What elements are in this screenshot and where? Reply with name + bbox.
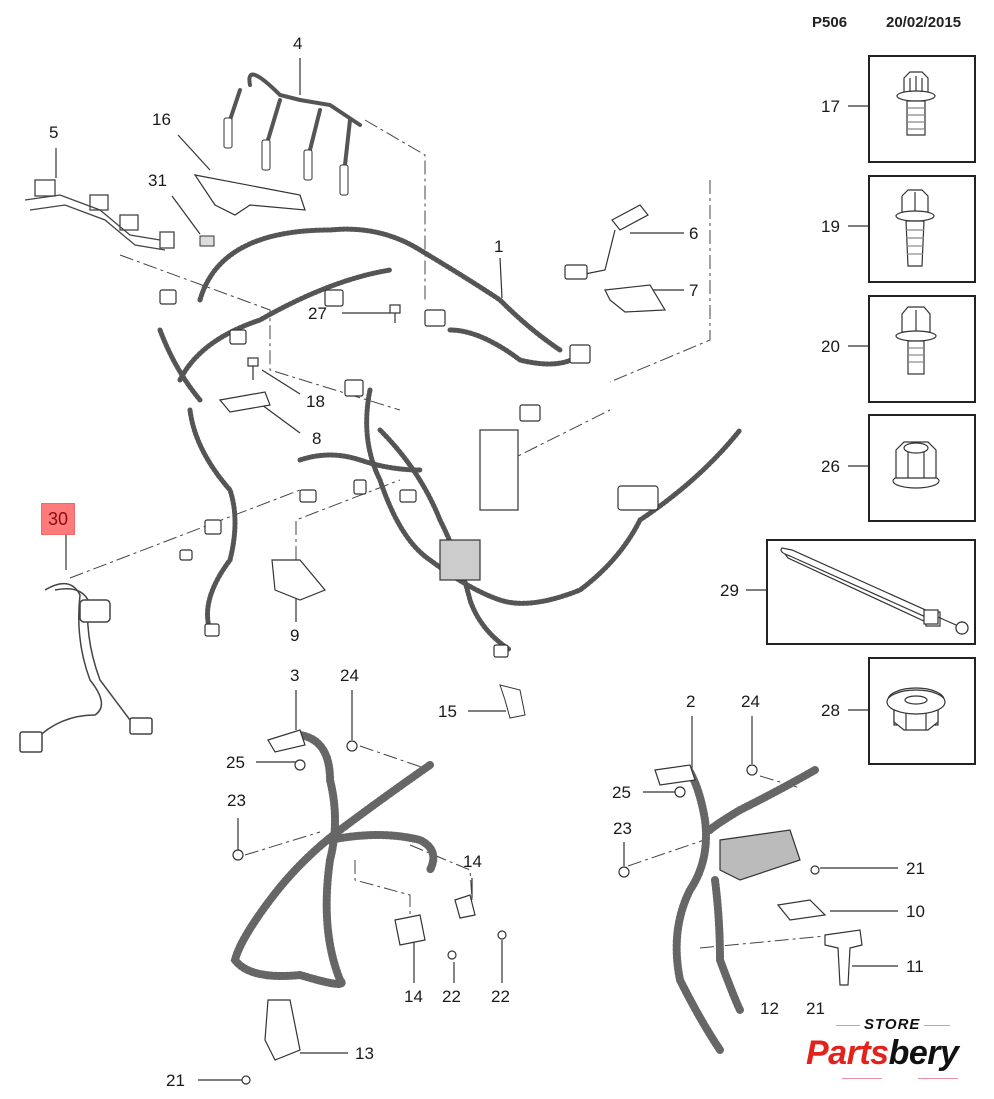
callout-22b[interactable]: 22 bbox=[491, 987, 510, 1006]
dash-14b bbox=[409, 844, 473, 901]
fastener-box-19[interactable] bbox=[868, 175, 976, 283]
harness-3 bbox=[230, 731, 438, 988]
logo-store: STORE bbox=[864, 1016, 921, 1033]
leader-8 bbox=[257, 401, 301, 434]
clip-31 bbox=[199, 235, 215, 247]
fastener-label-26[interactable]: 26 bbox=[821, 457, 840, 476]
callout-23b[interactable]: 23 bbox=[613, 819, 632, 838]
logo-rule bbox=[836, 1025, 860, 1026]
callout-7[interactable]: 7 bbox=[689, 281, 699, 300]
fastener-label-19[interactable]: 19 bbox=[821, 217, 840, 236]
harness-5 bbox=[24, 179, 175, 251]
callout-4[interactable]: 4 bbox=[293, 34, 303, 53]
page-code: P506 bbox=[812, 14, 848, 31]
leader-31 bbox=[171, 195, 201, 235]
harness-4 bbox=[228, 72, 362, 167]
callout-12[interactable]: 12 bbox=[760, 999, 779, 1018]
harness-1 bbox=[157, 226, 743, 653]
callout-5[interactable]: 5 bbox=[49, 123, 59, 142]
logo-brand: Partsbery bbox=[806, 1034, 959, 1073]
callout-8[interactable]: 8 bbox=[312, 429, 322, 448]
fastener-label-20[interactable]: 20 bbox=[821, 337, 840, 356]
callout-13[interactable]: 13 bbox=[355, 1044, 374, 1063]
dash-14a bbox=[354, 860, 411, 915]
leader-18 bbox=[261, 369, 301, 395]
callout-24a[interactable]: 24 bbox=[340, 666, 359, 685]
callout-18[interactable]: 18 bbox=[306, 392, 325, 411]
leader-16 bbox=[177, 134, 211, 171]
callout-9[interactable]: 9 bbox=[290, 626, 300, 645]
logo-rule bbox=[842, 1078, 882, 1079]
logo-store-text: STORE bbox=[864, 1016, 920, 1033]
fastener-box-17[interactable] bbox=[868, 55, 976, 163]
connector-block bbox=[617, 485, 659, 511]
dash-9 bbox=[295, 479, 401, 560]
fastener-box-20[interactable] bbox=[868, 295, 976, 403]
bracket-11 bbox=[824, 929, 863, 986]
callout-15[interactable]: 15 bbox=[438, 702, 457, 721]
bracket-16 bbox=[193, 174, 306, 216]
dash-30 bbox=[69, 489, 301, 579]
page-date: 20/02/2015 bbox=[886, 14, 962, 31]
dash-6-to-main bbox=[609, 180, 711, 383]
callout-1[interactable]: 1 bbox=[494, 237, 504, 256]
fuse-block bbox=[479, 429, 519, 511]
logo-rule bbox=[918, 1078, 958, 1079]
bracket-9 bbox=[271, 559, 326, 601]
logo-brand-black: bery bbox=[888, 1034, 959, 1072]
callout-30-highlighted[interactable]: 30 bbox=[41, 503, 76, 535]
logo-rule bbox=[924, 1025, 950, 1026]
fastener-label-29[interactable]: 29 bbox=[720, 581, 739, 600]
logo-brand-red: Parts bbox=[806, 1034, 889, 1072]
harness-2 bbox=[672, 766, 819, 1054]
callout-3[interactable]: 3 bbox=[290, 666, 300, 685]
partsbery-logo: STORE Partsbery bbox=[806, 1016, 976, 1086]
fastener-box-26[interactable] bbox=[868, 414, 976, 522]
bracket-8 bbox=[218, 391, 271, 413]
ecu-connector bbox=[439, 539, 481, 581]
fastener-label-28[interactable]: 28 bbox=[821, 701, 840, 720]
dash-4-to-1 bbox=[364, 119, 426, 300]
callout-14b[interactable]: 14 bbox=[404, 987, 423, 1006]
dash-24a bbox=[359, 745, 431, 771]
bracket-15 bbox=[499, 684, 526, 719]
callout-24b[interactable]: 24 bbox=[741, 692, 760, 711]
callout-27[interactable]: 27 bbox=[308, 304, 327, 323]
callout-10[interactable]: 10 bbox=[906, 902, 925, 921]
bracket-10 bbox=[776, 899, 827, 921]
callout-21a[interactable]: 21 bbox=[166, 1071, 185, 1090]
callout-21c[interactable]: 21 bbox=[806, 999, 825, 1018]
callout-14a[interactable]: 14 bbox=[463, 852, 482, 871]
bracket-13 bbox=[264, 999, 301, 1061]
callout-25b[interactable]: 25 bbox=[612, 783, 631, 802]
dash-5-to-1 bbox=[119, 254, 401, 411]
callout-11[interactable]: 11 bbox=[906, 957, 924, 976]
battery-terminal-box bbox=[719, 829, 801, 881]
harness-30 bbox=[19, 582, 153, 753]
dash-23a bbox=[244, 831, 321, 856]
callout-16[interactable]: 16 bbox=[152, 110, 171, 129]
bracket-7 bbox=[604, 284, 667, 313]
callout-6[interactable]: 6 bbox=[689, 224, 699, 243]
callout-21b[interactable]: 21 bbox=[906, 859, 925, 878]
callout-31[interactable]: 31 bbox=[148, 171, 167, 190]
dash-23b bbox=[627, 837, 711, 867]
fastener-label-17[interactable]: 17 bbox=[821, 97, 840, 116]
leader-1 bbox=[499, 257, 503, 299]
callout-2[interactable]: 2 bbox=[686, 692, 696, 711]
fastener-box-29[interactable] bbox=[766, 539, 976, 645]
callout-22a[interactable]: 22 bbox=[442, 987, 461, 1006]
callout-25a[interactable]: 25 bbox=[226, 753, 245, 772]
sensor-6 bbox=[564, 204, 667, 313]
fastener-box-28[interactable] bbox=[868, 657, 976, 765]
callout-23a[interactable]: 23 bbox=[227, 791, 246, 810]
